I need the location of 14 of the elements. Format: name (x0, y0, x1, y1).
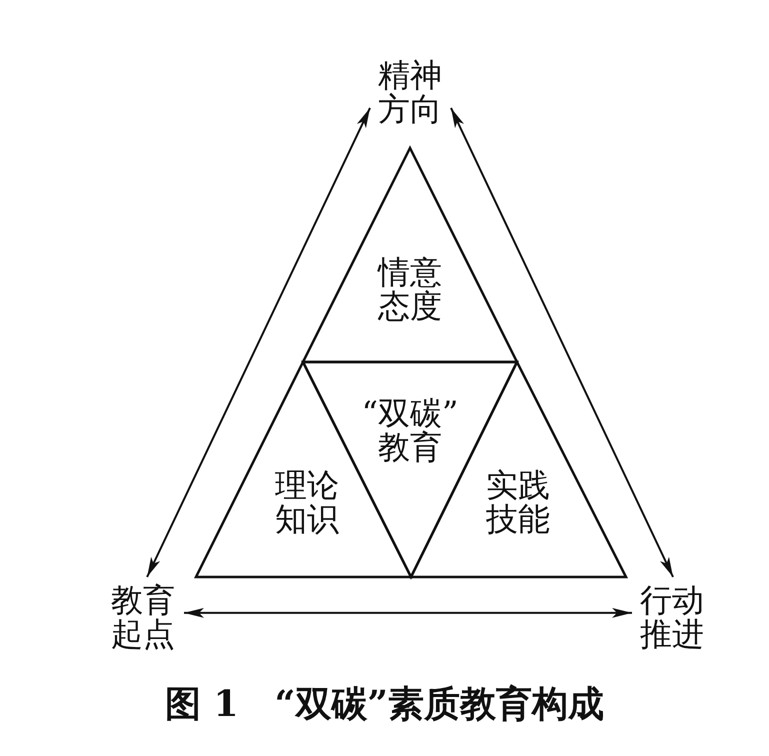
triangle-section (303, 148, 517, 362)
triangle-section (196, 362, 411, 577)
section-label: 情意态度 (376, 255, 443, 323)
figure-caption: 图 1 “双碳”素质教育构成 (164, 682, 605, 726)
section-label: 实践技能 (485, 468, 551, 536)
double-arrow (146, 108, 371, 578)
corner-label: 行动推进 (638, 583, 706, 651)
apex-label: 精神方向 (376, 58, 444, 126)
corner-label: 教育起点 (109, 583, 177, 651)
section-label: 理论知识 (274, 468, 340, 536)
double-arrow (184, 608, 632, 618)
section-label: “双碳”教育 (360, 396, 460, 464)
triangle-section (411, 362, 626, 577)
double-arrow (450, 108, 674, 578)
